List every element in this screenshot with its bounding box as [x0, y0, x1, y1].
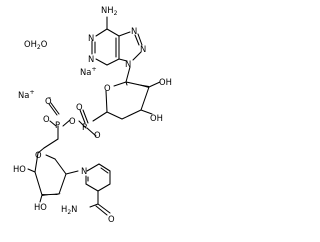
nadh-disodium-structure: NH2 N N N N N OH2O Na+ Na+ OH O OH O P O…	[13, 5, 172, 224]
oxygen-label: O	[43, 114, 50, 124]
oxygen-label: O	[76, 102, 83, 112]
nicotinamide-ribose-wedge	[42, 193, 61, 196]
n-label: N	[88, 33, 94, 43]
negative-charge-label: -	[48, 92, 51, 102]
adenine-bonds	[91, 16, 143, 66]
hydroxyl-label: HO	[34, 202, 47, 212]
n-label: N	[140, 44, 146, 54]
oxygen-label: O	[94, 130, 101, 140]
n9-label: N	[125, 59, 131, 69]
water-label: OH2O	[24, 39, 48, 51]
n-label: N	[131, 26, 137, 36]
phosphate-p-label: P	[55, 120, 60, 130]
n-label: N	[88, 54, 94, 64]
ribose-hydroxyl-label: OH	[150, 113, 163, 123]
oxygen-label: O	[69, 116, 76, 126]
amide-o-label: O	[108, 214, 115, 224]
ribose-hydroxyl-label: OH	[159, 77, 172, 87]
pyridine-n-label: N	[81, 166, 87, 176]
phosphate-p-label: P	[82, 122, 87, 132]
amide-nh2-label: H2N	[61, 204, 77, 216]
oxygen-label: O	[45, 96, 52, 106]
adenine-amine-label: NH2	[101, 5, 118, 17]
nicotinamide-ribose-bonds	[27, 152, 79, 203]
hydroxyl-label: HO	[13, 164, 26, 174]
sodium-ion-label: Na+	[18, 88, 35, 100]
phosphate-bonds	[37, 102, 97, 154]
dihydropyridine-bonds	[85, 163, 111, 216]
sodium-ion-label: Na+	[80, 65, 97, 77]
oxygen-label: O	[35, 150, 42, 160]
ribose-ring-o-label: O	[104, 83, 111, 93]
